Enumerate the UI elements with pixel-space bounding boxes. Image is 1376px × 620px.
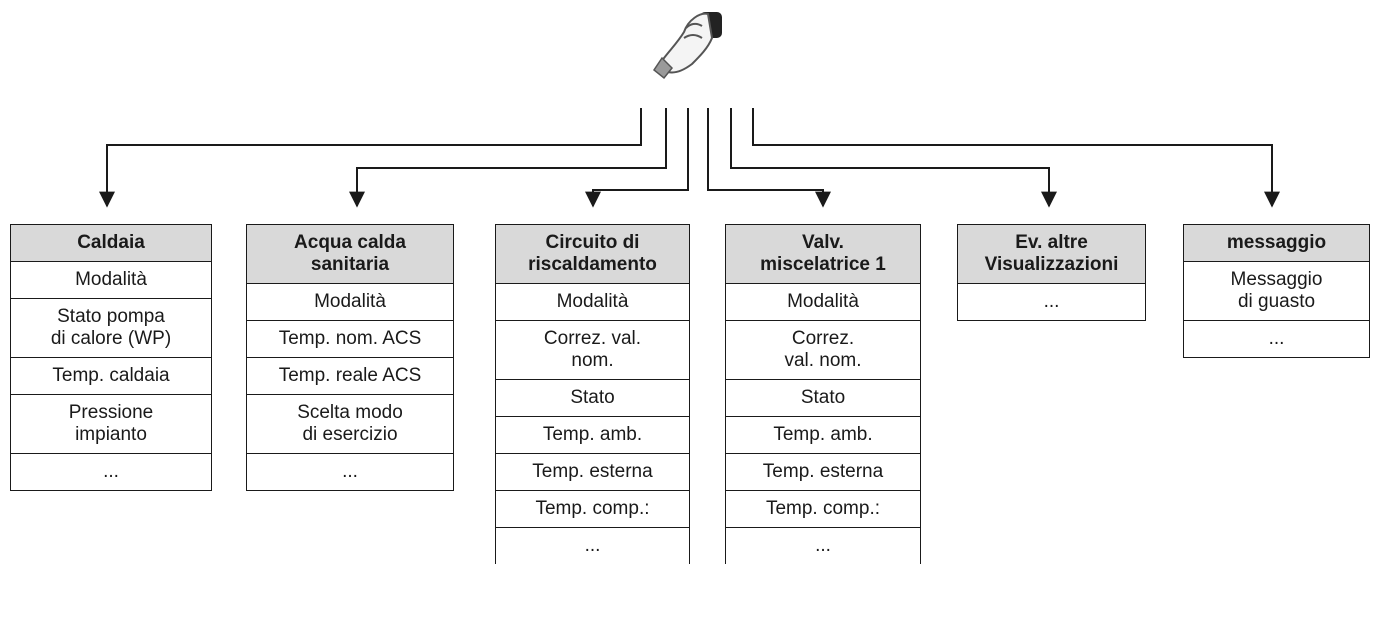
menu-item: Temp. esterna [726,454,920,491]
menu-item: Correz. val. nom. [496,321,689,380]
menu-title: Ev. altre Visualizzazioni [958,225,1145,284]
menu-box-valvola-miscelatrice-1: Valv. miscelatrice 1 Modalità Correz. va… [725,224,921,564]
menu-title: Circuito di riscaldamento [496,225,689,284]
menu-item: Modalità [726,284,920,321]
connector-acqua-calda [349,108,667,208]
menu-item: ... [815,535,831,556]
menu-item: Modalità [496,284,689,321]
menu-box-caldaia: Caldaia Modalità Stato pompa di calore (… [10,224,212,491]
menu-item: ... [584,535,601,556]
menu-box-altre-visualizzazioni: Ev. altre Visualizzazioni ... [957,224,1146,321]
menu-item: Correz. val. nom. [726,321,920,380]
menu-title: Caldaia [11,225,211,262]
menu-item: Stato [496,380,689,417]
menu-box-acqua-calda-sanitaria: Acqua calda sanitaria Modalità Temp. nom… [246,224,454,491]
menu-box-circuito-di-riscaldamento: Circuito di riscaldamento Modalità Corre… [495,224,690,564]
menu-item: Pressione impianto [11,395,211,454]
menu-item: Stato pompa di calore (WP) [11,299,211,358]
connector-lines [99,108,1280,208]
menu-item: Modalità [11,262,211,299]
connector-messaggio [752,108,1280,208]
menu-title: messaggio [1184,225,1369,262]
connector-altre [730,108,1057,208]
menu-item: Stato [726,380,920,417]
menu-item: Temp. reale ACS [247,358,453,395]
connector-valvola [707,108,831,208]
menu-item: Temp. amb. [496,417,689,454]
menu-item: Scelta modo di esercizio [247,395,453,454]
menu-item: Temp. esterna [496,454,689,491]
menu-item: Temp. comp.: [726,491,920,528]
connector-caldaia [99,108,642,208]
menu-box-messaggio: messaggio Messaggio di guasto ... [1183,224,1370,358]
menu-item: Temp. caldaia [11,358,211,395]
menu-item: Temp. amb. [726,417,920,454]
menu-item: ... [342,461,358,482]
menu-item: ... [1043,291,1060,312]
menu-item: Modalità [247,284,453,321]
menu-item: Temp. nom. ACS [247,321,453,358]
menu-item: ... [103,461,119,482]
menu-item: ... [1268,328,1285,349]
menu-item: Temp. comp.: [496,491,689,528]
menu-title: Valv. miscelatrice 1 [726,225,920,284]
menu-title: Acqua calda sanitaria [247,225,453,284]
connector-circuito [585,108,689,208]
menu-item: Messaggio di guasto [1184,262,1369,321]
hand-turning-knob-icon [652,12,722,80]
